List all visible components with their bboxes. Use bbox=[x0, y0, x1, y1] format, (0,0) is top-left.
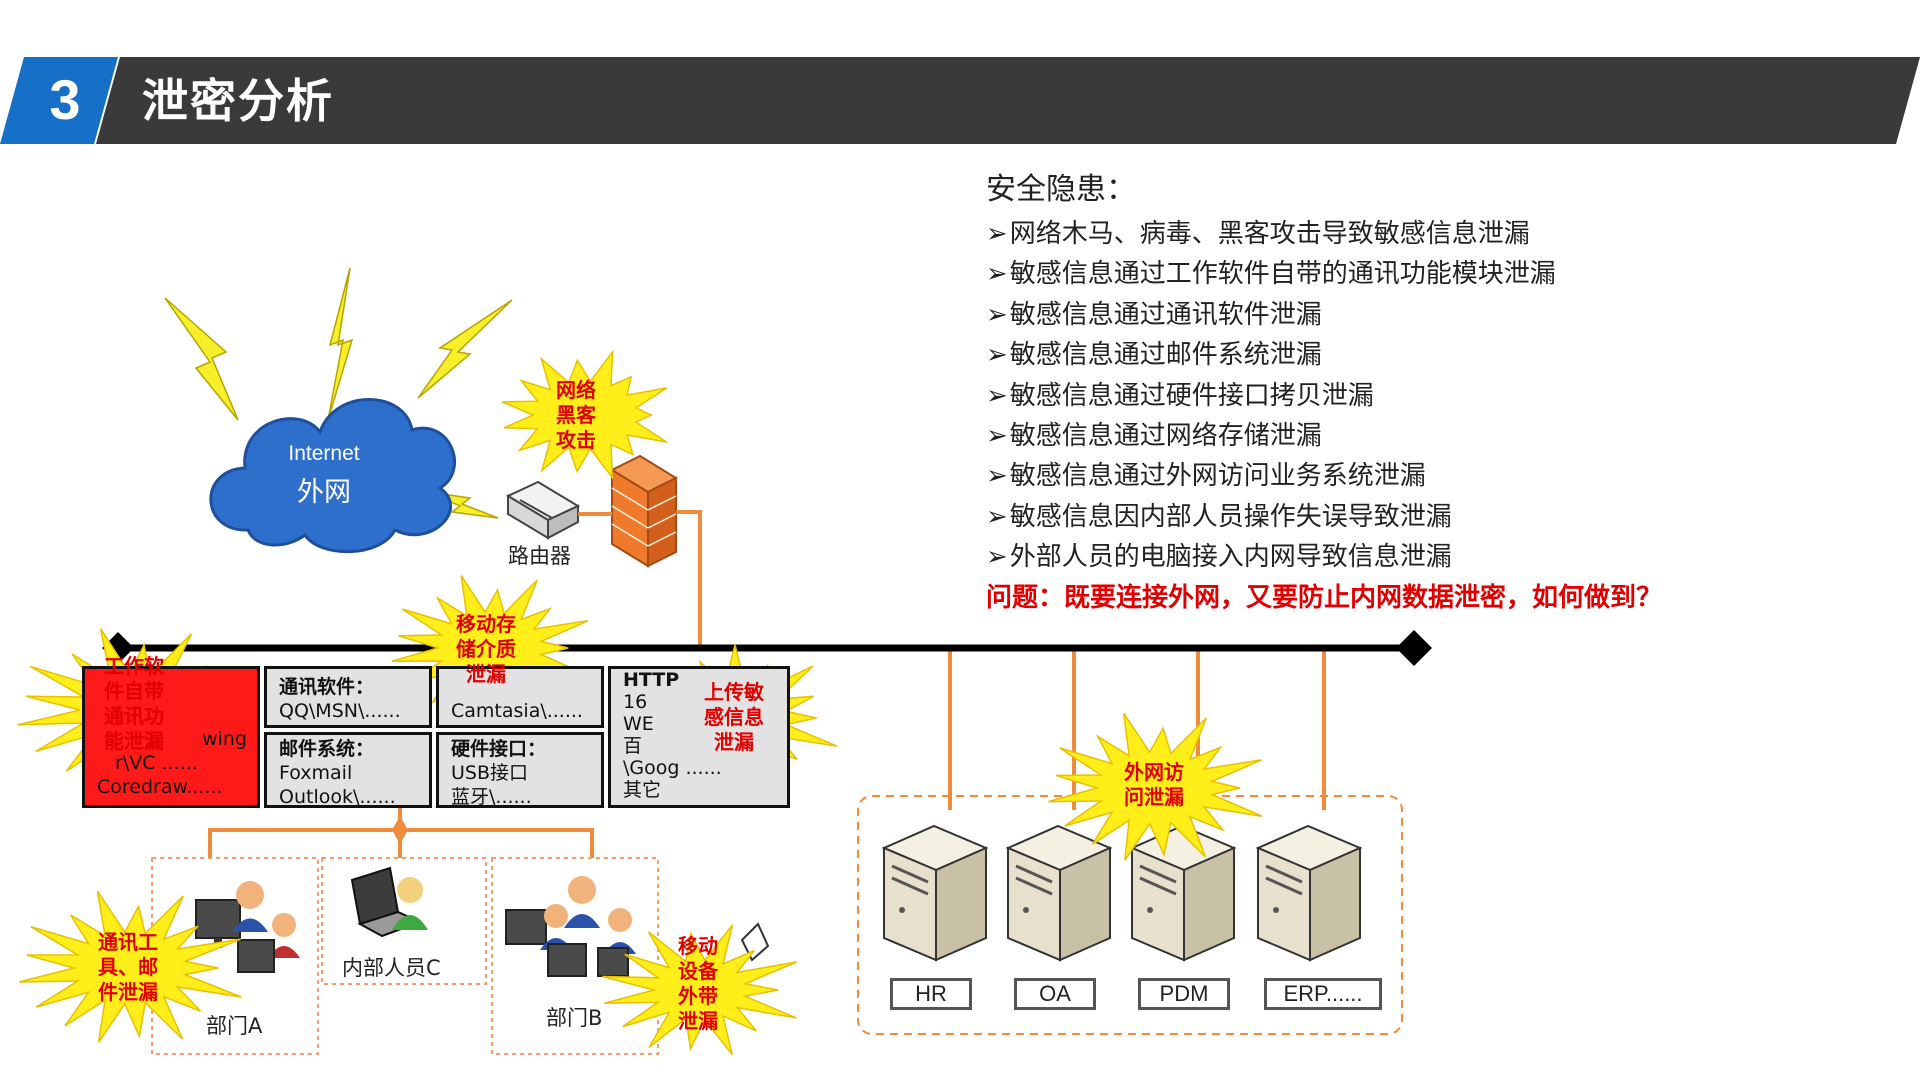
work-software-line: wing bbox=[202, 728, 247, 750]
department-b-label: 部门B bbox=[546, 1006, 603, 1030]
risk-item: 敏感信息通过网络存储泄漏 bbox=[986, 416, 1556, 456]
burst-external bbox=[1048, 712, 1263, 861]
burst-label-worksoft: 工作软件自带通讯功能泄漏 bbox=[104, 654, 164, 753]
burst-label-mobile: 移动设备外带泄漏 bbox=[678, 934, 718, 1033]
router-icon bbox=[505, 480, 581, 540]
web-upload-line: HTTP bbox=[623, 669, 680, 691]
mail-system-box: 邮件系统： Foxmail Outlook\...... bbox=[264, 732, 432, 808]
hardware-port-line: USB接口 bbox=[451, 762, 529, 784]
page-title: 泄密分析 bbox=[142, 74, 334, 128]
department-a-people-icon bbox=[195, 881, 300, 973]
work-software-line: Coredraw...... bbox=[97, 776, 223, 798]
burst-label-tools: 通讯工具、邮件泄漏 bbox=[98, 930, 158, 1004]
recording-software-line: Camtasia\...... bbox=[451, 700, 583, 722]
department-a-label: 部门A bbox=[206, 1014, 263, 1038]
burst-label-storage: 移动存储介质泄漏 bbox=[456, 612, 516, 686]
server-label-pdm: PDM bbox=[1138, 978, 1230, 1010]
web-upload-line: 16 bbox=[623, 691, 648, 713]
server-icons bbox=[881, 824, 1363, 962]
risk-list: 网络木马、病毒、黑客攻击导致敏感信息泄漏 敏感信息通过工作软件自带的通讯功能模块… bbox=[986, 214, 1556, 578]
web-upload-box: HTTP 16 WE 百 \Goog ...... 其它 bbox=[608, 666, 790, 808]
mail-system-title: 邮件系统： bbox=[279, 738, 375, 760]
web-upload-line: WE bbox=[623, 713, 654, 735]
burst-label-hacker: 网络黑客攻击 bbox=[556, 378, 596, 452]
web-upload-line: \Goog ...... bbox=[623, 757, 722, 779]
im-software-box: 通讯软件： QQ\MSN\...... bbox=[264, 666, 432, 728]
im-software-line: QQ\MSN\...... bbox=[279, 700, 401, 722]
firewall-icon bbox=[609, 454, 679, 568]
title-bar bbox=[96, 57, 1920, 144]
mail-system-line: Outlook\...... bbox=[279, 786, 396, 808]
work-software-box: wing r\VC ...... Coredraw...... bbox=[82, 666, 260, 808]
person-c-label: 内部人员C bbox=[342, 956, 441, 980]
burst-hacker bbox=[501, 349, 668, 480]
network-bus bbox=[102, 630, 1432, 666]
web-upload-line: 其它 bbox=[623, 779, 662, 801]
laptop-user-icon bbox=[350, 866, 428, 938]
server-label-erp: ERP...... bbox=[1264, 978, 1382, 1010]
hardware-port-title: 硬件接口： bbox=[451, 738, 547, 760]
router-label: 路由器 bbox=[508, 544, 571, 568]
risks-title: 安全隐患： bbox=[986, 172, 1136, 207]
section-number: 3 bbox=[49, 68, 81, 131]
burst-tools bbox=[18, 890, 242, 1043]
cloud-icon bbox=[209, 398, 457, 554]
risk-item: 敏感信息通过邮件系统泄漏 bbox=[986, 335, 1556, 375]
risk-item: 敏感信息因内部人员操作失误导致泄漏 bbox=[986, 497, 1556, 537]
question-text: 问题：既要连接外网，又要防止内网数据泄密，如何做到？ bbox=[986, 583, 1663, 613]
section-number-badge bbox=[0, 57, 118, 144]
hardware-port-line: 蓝牙\...... bbox=[451, 786, 532, 808]
mail-system-line: Foxmail bbox=[279, 762, 353, 784]
cloud-label-internet: Internet bbox=[288, 442, 360, 465]
risk-item: 外部人员的电脑接入内网导致信息泄漏 bbox=[986, 537, 1556, 577]
cloud-label-wan: 外网 bbox=[297, 477, 351, 508]
server-label-oa: OA bbox=[1014, 978, 1096, 1010]
risk-item: 敏感信息通过通讯软件泄漏 bbox=[986, 295, 1556, 335]
burst-label-external: 外网访问泄漏 bbox=[1124, 760, 1184, 809]
web-upload-line: 百 bbox=[623, 735, 643, 757]
risk-item: 敏感信息通过硬件接口拷贝泄漏 bbox=[986, 376, 1556, 416]
recording-software-box: Camtasia\...... bbox=[436, 666, 604, 728]
work-software-line: r\VC ...... bbox=[115, 752, 198, 774]
server-label-hr: HR bbox=[890, 978, 972, 1010]
burst-label-upload: 上传敏感信息泄漏 bbox=[704, 680, 764, 754]
burst-mobile bbox=[602, 924, 797, 1056]
risk-item: 网络木马、病毒、黑客攻击导致敏感信息泄漏 bbox=[986, 214, 1556, 254]
im-software-title: 通讯软件： bbox=[279, 676, 375, 698]
hardware-port-box: 硬件接口： USB接口 蓝牙\...... bbox=[436, 732, 604, 808]
risk-item: 敏感信息通过外网访问业务系统泄漏 bbox=[986, 456, 1556, 496]
risk-item: 敏感信息通过工作软件自带的通讯功能模块泄漏 bbox=[986, 254, 1556, 294]
department-b-people-icon bbox=[505, 876, 636, 977]
